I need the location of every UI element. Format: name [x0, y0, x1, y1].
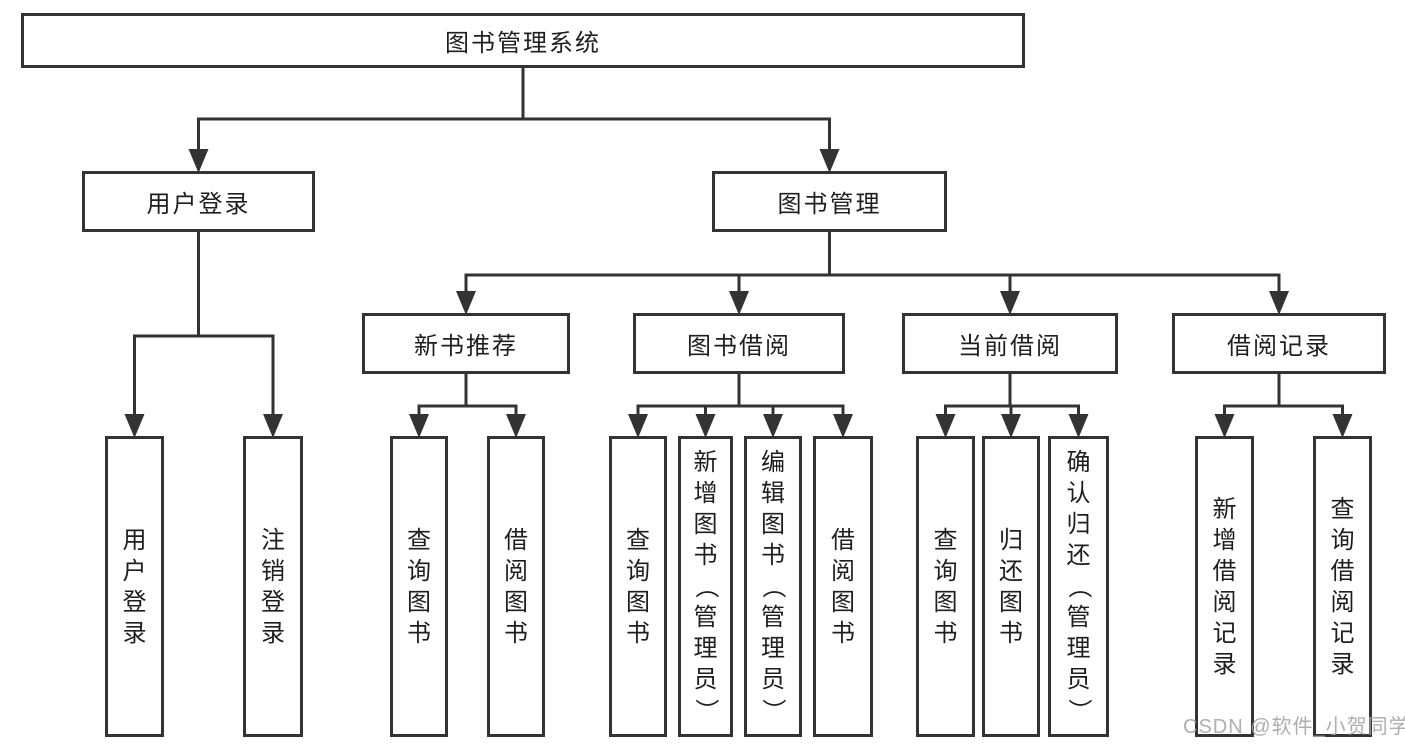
node-root: 图书管理系统: [21, 13, 1025, 68]
node-user-login-group: 用户登录: [82, 171, 315, 232]
node-label-cb-return-books: 归还图书: [999, 526, 1023, 647]
node-label-bb-edit-books: 编辑图书（管理员）: [759, 449, 787, 723]
node-label-nb-query-books: 查询图书: [407, 526, 431, 647]
node-book-management: 图书管理: [712, 171, 947, 232]
node-bb-add-books: 新增图书（管理员）: [678, 436, 733, 737]
watermark: CSDN @软件_小贺同学: [1183, 716, 1405, 738]
node-current-borrow: 当前借阅: [902, 313, 1118, 374]
node-label-borrow-records: 借阅记录: [1227, 333, 1331, 360]
node-label-bb-add-books: 新增图书（管理员）: [692, 449, 719, 723]
node-bb-borrow-books: 借阅图书: [813, 436, 873, 737]
node-nb-borrow-books: 借阅图书: [487, 436, 545, 737]
node-cb-confirm-return: 确认归还（管理员）: [1048, 436, 1109, 737]
node-label-root: 图书管理系统: [445, 30, 601, 57]
node-label-cb-query-books: 查询图书: [933, 526, 958, 647]
node-book-borrow: 图书借阅: [633, 313, 845, 374]
node-label-user-login-group: 用户登录: [146, 191, 251, 218]
node-br-query-record: 查询借阅记录: [1313, 436, 1372, 737]
node-br-add-record: 新增借阅记录: [1195, 436, 1254, 737]
node-label-current-borrow: 当前借阅: [958, 333, 1062, 360]
node-label-br-query-record: 查询借阅记录: [1330, 495, 1355, 678]
node-label-book-borrow: 图书借阅: [687, 333, 791, 360]
node-label-bb-borrow-books: 借阅图书: [831, 526, 855, 647]
node-label-logout: 注销登录: [261, 526, 285, 647]
node-user-login: 用户登录: [105, 436, 164, 737]
node-label-bb-query-books: 查询图书: [626, 526, 650, 647]
node-label-br-add-record: 新增借阅记录: [1212, 495, 1237, 678]
node-borrow-records: 借阅记录: [1172, 313, 1386, 374]
node-bb-edit-books: 编辑图书（管理员）: [744, 436, 802, 737]
node-cb-query-books: 查询图书: [916, 436, 975, 737]
node-label-cb-confirm-return: 确认归还（管理员）: [1065, 449, 1092, 723]
node-bb-query-books: 查询图书: [609, 436, 667, 737]
node-label-user-login: 用户登录: [122, 526, 147, 647]
node-label-new-book-recommend: 新书推荐: [414, 333, 518, 360]
node-new-book-recommend: 新书推荐: [362, 313, 570, 374]
node-cb-return-books: 归还图书: [982, 436, 1040, 737]
node-label-book-management: 图书管理: [777, 191, 882, 218]
node-nb-query-books: 查询图书: [390, 436, 448, 737]
node-logout: 注销登录: [243, 436, 303, 737]
node-label-nb-borrow-books: 借阅图书: [504, 526, 528, 647]
